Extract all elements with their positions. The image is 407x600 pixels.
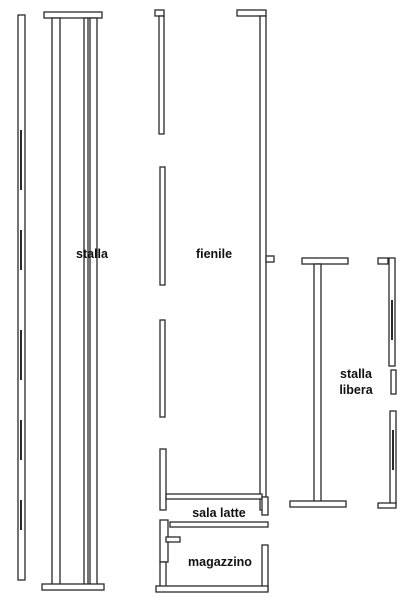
stalla-libera-walls [289,257,397,509]
magazzino-walls [155,536,269,593]
left-exterior-wall [17,14,26,581]
room-label-sala-latte: sala latte [192,506,246,520]
room-label-magazzino: magazzino [188,555,252,569]
room-label-fienile: fienile [195,247,233,261]
fienile-right-wall [236,9,275,511]
stalla-walls [41,11,105,591]
room-label-stalla-libera-line1: stalla [340,367,372,381]
room-label-stalla-libera: stalla libera [334,366,378,398]
room-label-stalla: stalla [76,247,108,261]
sala-latte-walls [159,493,269,563]
fienile-left-wall [154,9,167,511]
room-label-stalla-libera-line2: libera [339,383,373,397]
